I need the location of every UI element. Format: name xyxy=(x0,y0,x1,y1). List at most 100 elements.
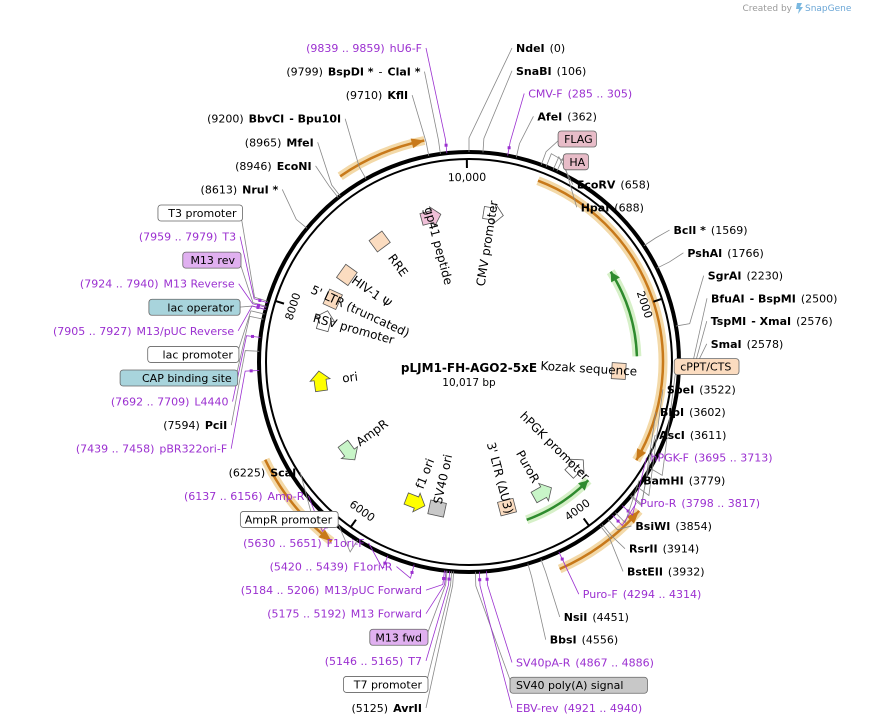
label-text: (5630 .. 5651) F1ori-F xyxy=(243,537,365,550)
label-part: BspDI * xyxy=(328,66,374,79)
right-label-enzyme: SnaBI(106) xyxy=(516,65,586,78)
feature-marker xyxy=(309,370,332,393)
left-label-primer: (5184 .. 5206)M13/pUC Forward xyxy=(241,584,422,597)
label-text: (8965)MfeI xyxy=(245,136,314,149)
feature-box xyxy=(673,358,740,376)
right-label-enzyme: AscI(3611) xyxy=(659,429,726,442)
leader-line xyxy=(643,229,670,247)
label-text: BbsI(4556) xyxy=(550,634,618,647)
left-label-primer: (7905 .. 7927)M13/pUC Reverse xyxy=(53,325,234,338)
label-text: (9799)BspDI *-ClaI * xyxy=(286,66,420,79)
right-label-primer: hPGK-F(3695 .. 3713) xyxy=(651,452,773,465)
label-part: FLAG xyxy=(564,133,593,146)
label-text: AfeI(362) xyxy=(537,110,596,123)
leader-line xyxy=(637,389,664,497)
leader-line xyxy=(425,571,455,709)
feature-marker xyxy=(497,497,518,517)
primer-marker xyxy=(258,298,262,302)
leader-line xyxy=(545,153,566,167)
right-label-featbox: SV40 poly(A) signal xyxy=(509,676,648,694)
leader-line xyxy=(540,138,561,165)
feature-box xyxy=(557,130,597,148)
label-part: M13 rev xyxy=(190,254,235,267)
label-part: EBV-rev xyxy=(516,702,559,715)
label-text: Puro-F(4294 .. 4314) xyxy=(583,588,702,601)
right-label-featbox: cPPT/CTS xyxy=(673,358,740,376)
leader-line xyxy=(230,350,260,426)
label-part: AmpR promoter xyxy=(245,513,333,526)
label-part: F1ori-F xyxy=(327,537,365,550)
label-part: (106) xyxy=(557,65,587,78)
label-part: BfuAI xyxy=(711,292,745,305)
orf-arrowhead xyxy=(578,480,589,491)
label-text: M13 fwd xyxy=(375,631,422,644)
label-text: CAP binding site xyxy=(142,372,232,385)
label-text: (7439 .. 7458)pBR322ori-F xyxy=(76,443,227,456)
label-part: L4440 xyxy=(194,396,228,409)
leader-line xyxy=(281,189,308,229)
label-part: PciI xyxy=(205,419,227,432)
label-text: (7905 .. 7927)M13/pUC Reverse xyxy=(53,325,234,338)
feature-marker xyxy=(482,203,504,225)
left-label-primer: (7692 .. 7709) L4440 xyxy=(111,396,229,409)
right-label-primer: CMV-F(285 .. 305) xyxy=(528,88,632,101)
feature-box xyxy=(369,628,429,646)
label-part: (7692 .. 7709) xyxy=(111,396,190,409)
scale-tick-label: 10,000 xyxy=(448,171,487,184)
label-part: (3914) xyxy=(663,543,700,556)
primer-marker xyxy=(447,577,451,581)
feature-marker xyxy=(564,458,585,479)
left-label-enzyme: (9710)KflI xyxy=(346,89,408,102)
right-label-enzyme: NdeI(0) xyxy=(516,42,565,55)
scale-tick-label: 6000 xyxy=(347,498,377,525)
feature-marker xyxy=(314,310,336,333)
label-text: CMV-F(285 .. 305) xyxy=(528,88,632,101)
site-labels: (9839 .. 9859)hU6-F (9799)BspDI *-ClaI * (… xyxy=(53,42,837,715)
label-part: (8613) xyxy=(201,183,238,196)
primer-marker xyxy=(249,369,253,373)
label-part: EcoNI xyxy=(277,160,312,173)
label-text: FLAG xyxy=(564,133,593,146)
feature-box xyxy=(342,676,429,693)
label-part: (7924 .. 7940) xyxy=(80,278,159,291)
orf-arrowhead xyxy=(318,529,332,542)
label-text: NsiI(4451) xyxy=(564,611,629,624)
left-label-enzyme: (8965)MfeI xyxy=(245,136,314,149)
primer-marker xyxy=(410,570,414,574)
label-text: SmaI(2578) xyxy=(711,338,783,351)
label-part: (3798 .. 3817) xyxy=(681,497,760,510)
right-label-enzyme: BclI *(1569) xyxy=(674,224,748,237)
label-part: (5184 .. 5206) xyxy=(241,584,320,597)
feature-arrow xyxy=(482,203,504,225)
label-text: hPGK-F(3695 .. 3713) xyxy=(651,452,773,465)
feature-block xyxy=(427,499,447,518)
leader-line xyxy=(238,283,267,308)
label-part: BbvCI xyxy=(249,113,285,126)
plasmid-name: pLJM1-FH-AGO2-5xE xyxy=(401,361,537,375)
label-part: (0) xyxy=(550,42,566,55)
right-label-featbox: HA xyxy=(562,153,589,171)
label-part: SV40pA-R xyxy=(516,656,571,669)
left-label-enzyme: (6225)ScaI xyxy=(229,466,297,479)
label-text: (9839 .. 9859)hU6-F xyxy=(306,42,422,55)
label-part: HpaI xyxy=(581,201,610,214)
label-part: (4556) xyxy=(582,634,619,647)
label-text: EcoRV(658) xyxy=(577,179,650,192)
right-label-enzyme: EcoRV(658) xyxy=(577,179,650,192)
feature-arrow xyxy=(403,492,426,513)
feature-arrow xyxy=(564,458,585,479)
label-part: (5630 .. 5651) xyxy=(243,537,322,550)
primer-marker xyxy=(256,303,260,307)
feature-marker xyxy=(530,482,552,504)
label-part: (688) xyxy=(614,201,644,214)
feature-block xyxy=(368,230,391,253)
feature-label: gp41 peptide xyxy=(421,206,455,287)
leader-line xyxy=(556,157,578,208)
label-text: SgrAI(2230) xyxy=(708,270,783,283)
label-part: (5146 .. 5165) xyxy=(325,655,404,668)
orf-arrowhead xyxy=(610,271,620,283)
orf-arrowhead xyxy=(636,448,647,461)
right-label-enzyme: BsiWI(3854) xyxy=(635,520,712,533)
primer-marker xyxy=(444,143,448,147)
